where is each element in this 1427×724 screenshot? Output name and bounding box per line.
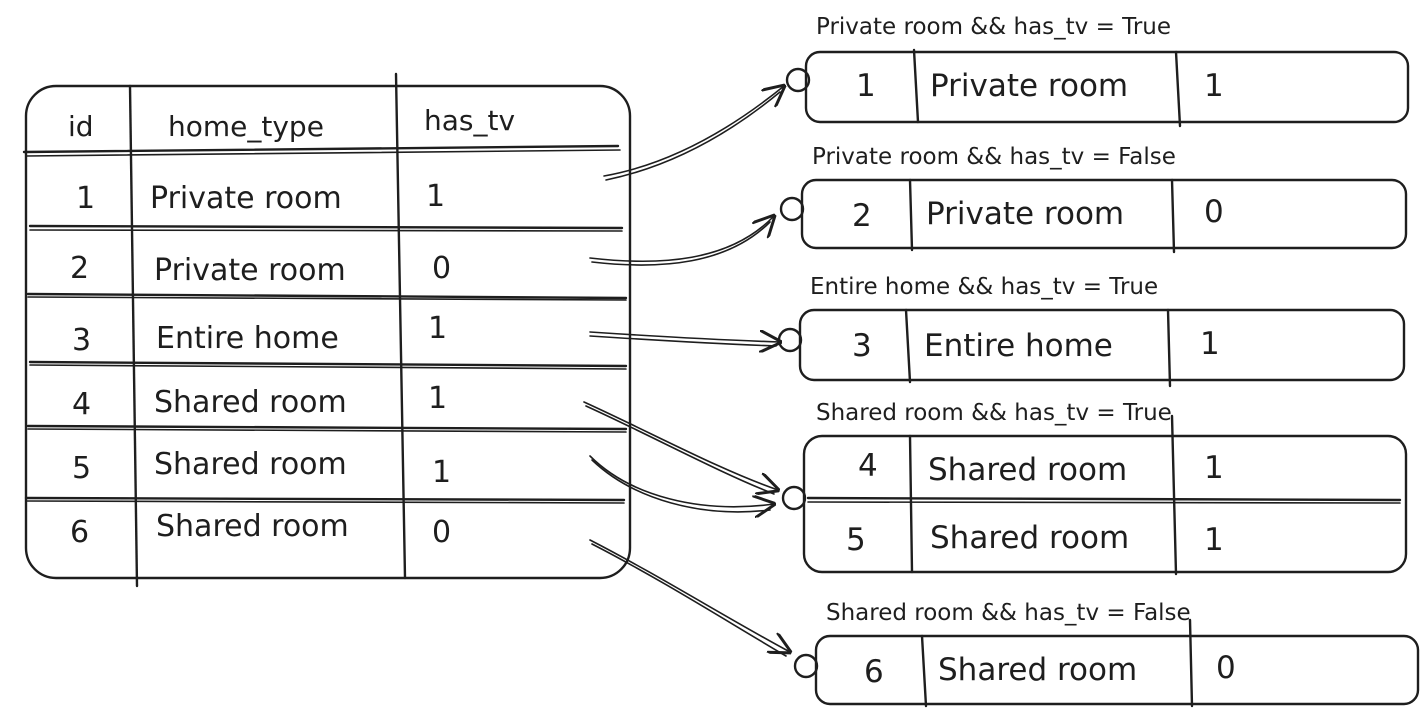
group-5-caption: Shared room && has_tv = False bbox=[826, 600, 1191, 626]
group-3-col-divider-2 bbox=[1166, 308, 1172, 388]
group-private-room-tv-true: Private room && has_tv = True 1 Private … bbox=[785, 14, 1410, 128]
group-1-row-1-id: 1 bbox=[856, 68, 876, 104]
group-4-row-divider bbox=[806, 496, 1402, 502]
arrow-row-6-to-group-5-b bbox=[591, 543, 787, 657]
row-6-has-tv: 0 bbox=[432, 515, 451, 550]
row-divider-4 bbox=[26, 424, 628, 431]
row-2-home-type: Private room bbox=[154, 253, 346, 288]
header-divider bbox=[22, 144, 620, 154]
group-3-row-1-id: 3 bbox=[852, 328, 872, 364]
arrow-row-2-to-group-2-b bbox=[591, 221, 771, 266]
row-divider-5 bbox=[24, 496, 626, 502]
row-divider-2 bbox=[26, 292, 628, 300]
group-5-row-1-home-type: Shared room bbox=[938, 652, 1137, 688]
row-divider-3 bbox=[28, 360, 628, 368]
row-3-home-type: Entire home bbox=[156, 321, 339, 356]
row-2-id: 2 bbox=[70, 251, 89, 286]
row-3-id: 3 bbox=[72, 323, 91, 358]
group-1-row-1-home-type: Private room bbox=[930, 68, 1128, 104]
group-2-row-1-id: 2 bbox=[852, 198, 872, 234]
row-4-has-tv: 1 bbox=[428, 381, 447, 416]
group-shared-room-tv-true: Shared room && has_tv = True 4 Shared ro… bbox=[781, 400, 1408, 576]
group-shared-room-tv-false: Shared room && has_tv = False 6 Shared r… bbox=[793, 600, 1420, 708]
arrow-row-1-to-group-1-b bbox=[605, 91, 781, 181]
group-1-col-divider-1 bbox=[912, 48, 920, 124]
group-4-row-2-home-type: Shared room bbox=[930, 520, 1129, 556]
group-3-row-1-home-type: Entire home bbox=[924, 328, 1113, 364]
arrow-row-4-to-group-4-b bbox=[585, 405, 775, 495]
group-private-room-tv-false: Private room && has_tv = False 2 Private… bbox=[779, 144, 1408, 254]
row-6-id: 6 bbox=[70, 515, 89, 550]
row-divider-1b bbox=[29, 229, 623, 232]
group-4-row-2-id: 5 bbox=[846, 522, 866, 558]
group-2-col-divider-1 bbox=[908, 178, 914, 252]
group-2-caption: Private room && has_tv = False bbox=[812, 144, 1176, 170]
header-id: id bbox=[68, 110, 94, 143]
group-2-anchor bbox=[779, 196, 805, 222]
group-5-col-divider-1 bbox=[920, 634, 928, 708]
group-1-anchor bbox=[785, 67, 811, 93]
group-4-row-1-id: 4 bbox=[858, 448, 878, 484]
row-4-id: 4 bbox=[72, 387, 91, 422]
row-5-home-type: Shared room bbox=[154, 447, 347, 482]
group-2-row-1-has-tv: 0 bbox=[1204, 194, 1224, 230]
row-divider-4b bbox=[27, 428, 627, 433]
group-4-row-divider-b bbox=[807, 501, 1401, 504]
arrow-row-2-to-group-2 bbox=[589, 216, 774, 263]
arrow-row-5-to-group-4-b bbox=[591, 459, 771, 513]
header-has-tv: has_tv bbox=[424, 104, 515, 137]
group-4-col-divider-1 bbox=[908, 434, 914, 574]
group-4-col-divider-2 bbox=[1170, 414, 1178, 576]
row-1-id: 1 bbox=[76, 181, 95, 216]
group-4-row-1-home-type: Shared room bbox=[928, 452, 1127, 488]
group-1-row-1-has-tv: 1 bbox=[1204, 68, 1224, 104]
group-1-caption: Private room && has_tv = True bbox=[816, 14, 1171, 40]
group-5-col-divider-2 bbox=[1188, 618, 1194, 708]
group-3-row-1-has-tv: 1 bbox=[1200, 326, 1220, 362]
source-col-divider-2 bbox=[394, 72, 407, 580]
source-col-divider-1 bbox=[128, 84, 139, 588]
group-entire-home-tv-true: Entire home && has_tv = True 3 Entire ho… bbox=[777, 274, 1406, 388]
row-1-has-tv: 1 bbox=[426, 179, 445, 214]
group-5-row-1-id: 6 bbox=[864, 654, 884, 690]
row-divider-2b bbox=[27, 296, 627, 301]
source-table: id home_type has_tv 1 Private room 1 2 P… bbox=[22, 72, 632, 588]
row-5-has-tv: 1 bbox=[432, 455, 451, 490]
source-table-frame bbox=[24, 84, 632, 580]
group-4-row-2-has-tv: 1 bbox=[1204, 522, 1224, 558]
group-4-caption: Shared room && has_tv = True bbox=[816, 400, 1172, 426]
group-1-col-divider-2 bbox=[1174, 50, 1182, 128]
arrow-row-1-to-group-1 bbox=[603, 86, 784, 177]
row-6-home-type: Shared room bbox=[156, 509, 349, 544]
group-2-col-divider-2 bbox=[1170, 178, 1176, 254]
group-3-col-divider-1 bbox=[904, 308, 912, 384]
row-divider-1 bbox=[28, 224, 624, 230]
row-divider-3b bbox=[29, 364, 627, 370]
group-3-caption: Entire home && has_tv = True bbox=[810, 274, 1158, 300]
row-2-has-tv: 0 bbox=[432, 251, 451, 286]
row-divider-5b bbox=[25, 500, 625, 504]
arrow-row-4-to-group-4 bbox=[583, 401, 778, 490]
arrow-row-3-to-group-3 bbox=[589, 332, 780, 342]
row-5-id: 5 bbox=[72, 451, 91, 486]
group-4-row-1-has-tv: 1 bbox=[1204, 450, 1224, 486]
arrow-row-6-to-group-5 bbox=[589, 539, 790, 652]
group-3-anchor bbox=[777, 327, 803, 353]
row-4-home-type: Shared room bbox=[154, 385, 347, 420]
group-2-row-1-home-type: Private room bbox=[926, 196, 1124, 232]
header-home-type: home_type bbox=[168, 110, 324, 143]
header-divider-2 bbox=[25, 149, 621, 157]
row-3-has-tv: 1 bbox=[428, 311, 447, 346]
group-5-anchor bbox=[793, 653, 819, 679]
arrow-row-3-to-group-3-b bbox=[589, 335, 777, 347]
row-1-home-type: Private room bbox=[150, 181, 342, 216]
group-4-anchor bbox=[781, 485, 807, 511]
arrows bbox=[583, 86, 790, 657]
group-5-row-1-has-tv: 0 bbox=[1216, 650, 1236, 686]
arrow-row-5-to-group-4 bbox=[589, 455, 774, 507]
